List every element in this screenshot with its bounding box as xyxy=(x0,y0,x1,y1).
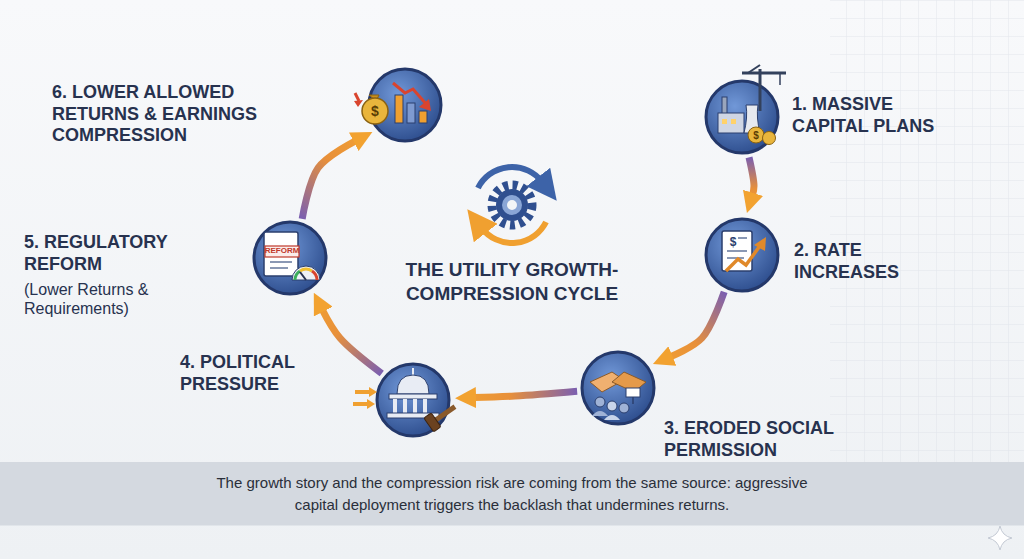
earnings-icon xyxy=(354,83,431,124)
diagram-title: THE UTILITY GROWTH-COMPRESSION CYCLE xyxy=(387,258,637,306)
cycle-arrow xyxy=(322,310,381,374)
cycle-arrow xyxy=(749,157,754,195)
circle-outline xyxy=(367,67,443,143)
circle-outline xyxy=(704,79,780,155)
step-heading: 1. MASSIVE CAPITAL PLANS xyxy=(792,94,952,137)
cycle-arrow xyxy=(302,141,355,219)
circle-shape xyxy=(706,81,778,153)
capitol-icon xyxy=(353,368,460,432)
circle-outline xyxy=(252,220,328,296)
capital-icon xyxy=(718,65,786,145)
circle-shape xyxy=(377,364,449,436)
cycle-arrow xyxy=(474,391,577,397)
step-heading: 6. LOWER ALLOWED RETURNS & EARNINGS COMP… xyxy=(52,82,302,147)
caption-text: The growth story and the compression ris… xyxy=(212,472,812,516)
cycle-arrow xyxy=(670,292,724,357)
cycle-step-circle: 2. RATE INCREASES xyxy=(704,217,780,293)
step-heading: 4. POLITICAL PRESSURE xyxy=(180,352,308,395)
step-heading: 5. REGULATORY REFORM xyxy=(24,232,204,275)
circle-shape xyxy=(369,69,441,141)
circle-shape xyxy=(582,352,654,424)
cycle-step-circle: 6. LOWER ALLOWED RETURNS & EARNINGS COMP… xyxy=(367,67,443,143)
circle-shape xyxy=(706,219,778,291)
cycle-gear-icon xyxy=(478,167,546,243)
sparkle-mark xyxy=(988,526,1012,550)
circle-outline xyxy=(580,350,656,426)
caption-band xyxy=(0,462,1024,526)
reform-icon xyxy=(264,232,320,280)
circle-outline xyxy=(704,217,780,293)
handshake-icon xyxy=(590,372,646,420)
rate-icon xyxy=(722,231,766,271)
cycle-step-circle: 3. ERODED SOCIAL PERMISSION xyxy=(580,350,656,426)
circle-shape xyxy=(254,222,326,294)
cycle-step-circle: 5. REGULATORY REFORM(Lower Returns & Req… xyxy=(252,220,328,296)
step-note: (Lower Returns & Requirements) xyxy=(24,280,214,318)
step-heading: 2. RATE INCREASES xyxy=(794,240,924,283)
step-heading: 3. ERODED SOCIAL PERMISSION xyxy=(664,418,849,461)
circle-outline xyxy=(375,362,451,438)
grid-texture xyxy=(830,0,1024,462)
cycle-step-circle: 1. MASSIVE CAPITAL PLANS xyxy=(704,79,780,155)
cycle-step-circle: 4. POLITICAL PRESSURE xyxy=(375,362,451,438)
